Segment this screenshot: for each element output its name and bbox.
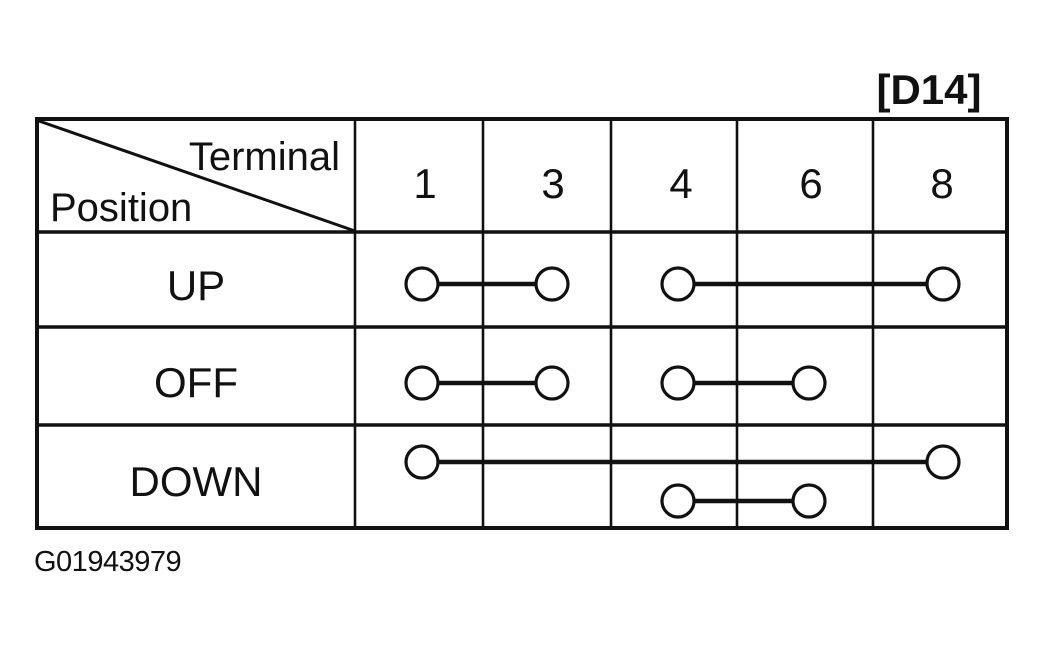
terminal-node-down-1 [404,444,440,480]
position-label-up: UP [167,262,225,309]
terminal-node-down-6 [791,483,827,519]
terminal-node-off-6 [791,365,827,401]
terminal-node-up-3 [534,266,570,302]
corner-label-position: Position [50,186,192,230]
terminal-header-8: 8 [930,160,953,207]
terminal-header-1: 1 [413,160,436,207]
corner-diagonal-line [38,119,356,233]
terminal-header-6: 6 [799,160,822,207]
connections-layer [404,266,961,519]
corner-label-terminal: Terminal [189,135,340,179]
terminal-node-off-4 [660,365,696,401]
terminal-header-3: 3 [541,160,564,207]
terminal-node-off-1 [404,365,440,401]
position-label-down: DOWN [130,458,263,505]
terminal-node-up-4 [660,266,696,302]
figure-id: G01943979 [34,546,181,578]
terminal-node-up-1 [404,266,440,302]
position-label-off: OFF [154,359,238,406]
terminal-node-off-3 [534,365,570,401]
continuity-table: Terminal Position 1 3 4 6 8 UP OFF DOWN [35,117,1009,530]
terminal-node-up-8 [925,266,961,302]
terminal-header-4: 4 [669,160,692,207]
connector-designation-label: [D14] [876,66,981,113]
table-outer-border [35,117,1009,530]
terminal-node-down-4 [660,483,696,519]
terminal-node-down-8 [925,444,961,480]
